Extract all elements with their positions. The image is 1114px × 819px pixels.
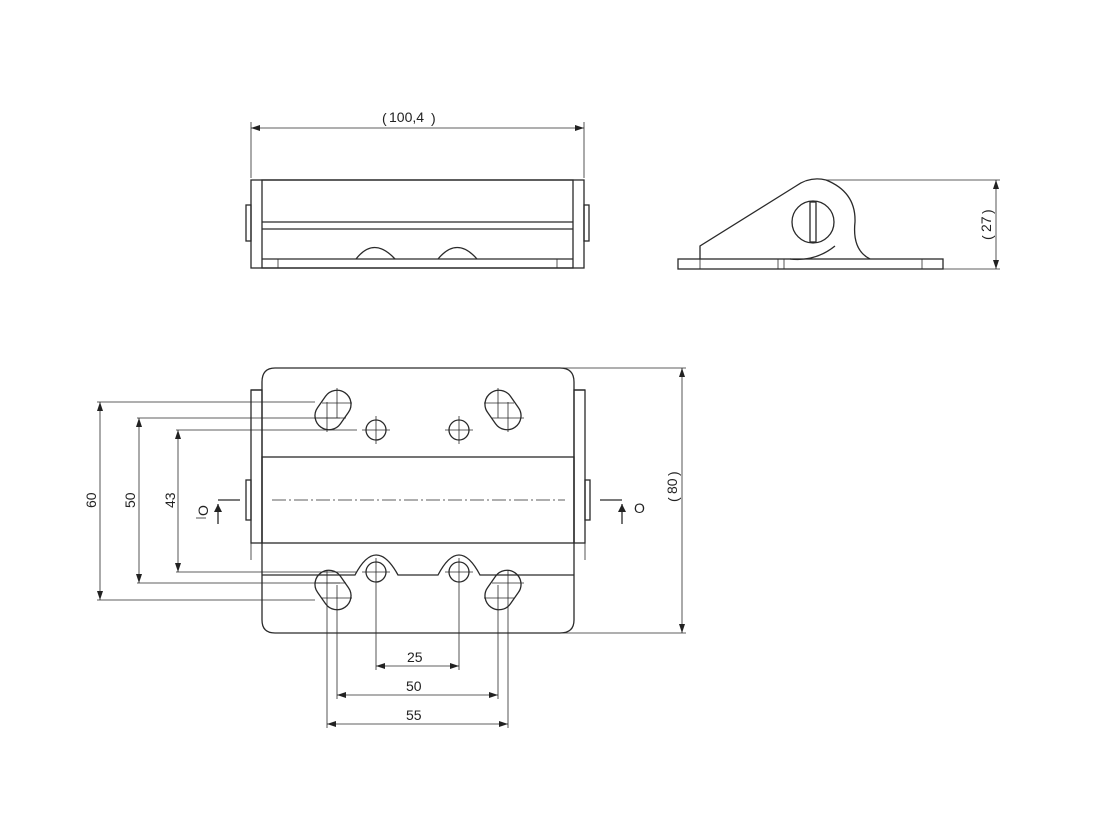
dim-top-width-open: ( bbox=[382, 110, 387, 126]
section-mark-left: O bbox=[195, 499, 240, 524]
dim-horiz-25: 25 bbox=[407, 649, 423, 665]
slot-hole-top-left bbox=[314, 389, 352, 431]
dim-top-width-close: ) bbox=[431, 110, 436, 126]
dim-plan-close: ) bbox=[665, 471, 681, 476]
dim-side-open: ( bbox=[979, 235, 995, 240]
round-hole-top-left bbox=[362, 416, 390, 444]
slot-hole-bottom-right bbox=[484, 569, 522, 611]
section-mark-right: O bbox=[600, 499, 645, 524]
dim-vert-43: 43 bbox=[162, 492, 178, 508]
dim-plan-height: 80 bbox=[664, 478, 680, 494]
round-hole-bottom-left bbox=[362, 558, 390, 586]
side-view: ( 27 ) bbox=[677, 178, 1000, 270]
dim-top-width: 100,4 bbox=[389, 109, 424, 125]
slot-hole-top-right bbox=[484, 389, 522, 431]
dim-side-close: ) bbox=[979, 209, 995, 214]
dim-vert-50: 50 bbox=[122, 492, 138, 508]
section-label-right: O bbox=[634, 500, 645, 516]
round-hole-top-right bbox=[445, 416, 473, 444]
dim-horiz-50: 50 bbox=[406, 678, 422, 694]
dim-side-height: 27 bbox=[978, 216, 994, 232]
dim-vert-60: 60 bbox=[83, 492, 99, 508]
slot-hole-bottom-left bbox=[314, 569, 352, 611]
plan-view: 60 50 43 O O ( 80 ) bbox=[83, 367, 686, 728]
dim-horiz-55: 55 bbox=[406, 707, 422, 723]
dim-plan-open: ( bbox=[665, 497, 681, 502]
round-hole-bottom-right bbox=[445, 558, 473, 586]
top-view: ( 100,4 ) bbox=[245, 109, 590, 269]
section-label-left: O bbox=[195, 505, 211, 516]
